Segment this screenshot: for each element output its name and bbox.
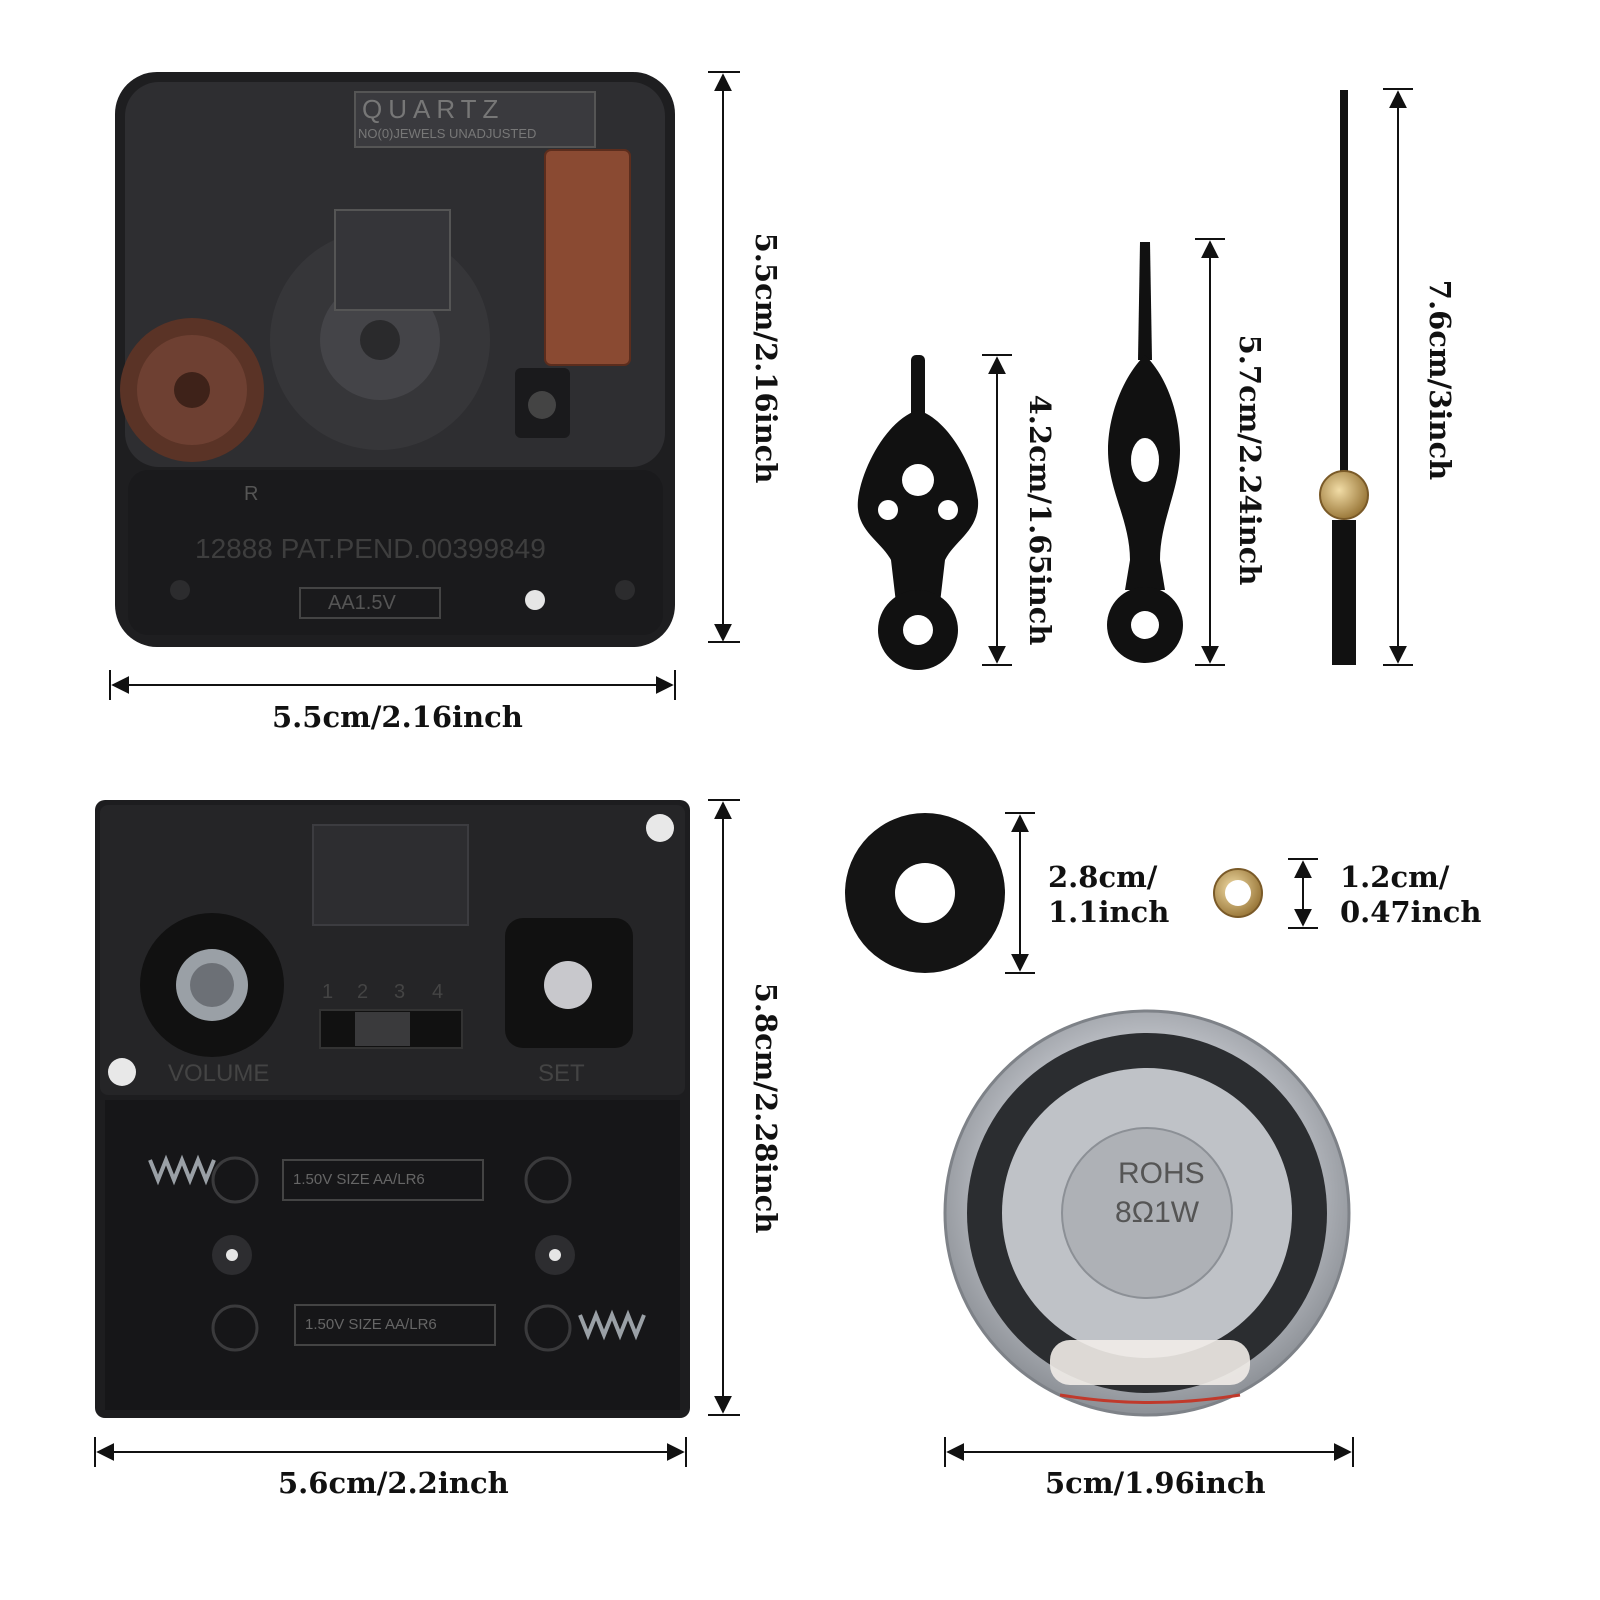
nut-size-line2: 0.47inch	[1340, 895, 1482, 929]
chime-width-label: 5.6cm/2.2inch	[278, 1466, 509, 1500]
speaker-rohs-text: ROHS	[1118, 1157, 1205, 1190]
second-hand-hub	[1319, 470, 1369, 520]
quartz-height-label: 5.5cm/2.16inch	[749, 232, 783, 484]
chime-switch-4: 4	[432, 981, 444, 1003]
quartz-subtitle-text: NO(0)JEWELS UNADJUSTED	[358, 126, 537, 141]
chime-height-label: 5.8cm/2.28inch	[749, 982, 783, 1234]
mode-switch	[355, 1012, 410, 1046]
speaker	[943, 1009, 1351, 1417]
chime-battery-1-text: 1.50V SIZE AA/LR6	[293, 1171, 425, 1188]
chime-switch-1: 1	[322, 981, 334, 1003]
washer-size-line1: 2.8cm/	[1048, 860, 1158, 894]
chime-volume-label: VOLUME	[168, 1060, 270, 1087]
quartz-mark-text: R	[244, 483, 259, 505]
hour-hand-label: 4.2cm/1.65inch	[1023, 394, 1057, 646]
minute-hand-label: 5.7cm/2.24inch	[1233, 334, 1267, 586]
battery-spring-bottom	[578, 1309, 646, 1341]
speaker-rating-text: 8Ω1W	[1115, 1196, 1200, 1229]
quartz-movement	[115, 72, 675, 647]
quartz-brand-text: QUARTZ	[362, 94, 505, 124]
quartz-width-label: 5.5cm/2.16inch	[272, 700, 523, 734]
washer-size-line2: 1.1inch	[1048, 895, 1170, 929]
quartz-patent-text: 12888 PAT.PEND.00399849	[195, 533, 546, 564]
minute-hand	[1107, 242, 1183, 663]
nut-size-line1: 1.2cm/	[1340, 860, 1450, 894]
quartz-battery-text: AA1.5V	[328, 592, 396, 614]
dimension-lines	[94, 71, 1413, 1467]
rubber-washer	[845, 813, 1005, 973]
coil	[545, 150, 630, 365]
speaker-width-label: 5cm/1.96inch	[1045, 1466, 1266, 1500]
second-hand-label: 7.6cm/3inch	[1423, 279, 1457, 481]
chime-set-label: SET	[538, 1060, 585, 1087]
hour-hand	[857, 355, 979, 670]
chime-switch-3: 3	[394, 981, 406, 1003]
chime-battery-2-text: 1.50V SIZE AA/LR6	[305, 1316, 437, 1333]
brass-nut	[1213, 868, 1263, 918]
chime-switch-2: 2	[357, 981, 369, 1003]
second-hand	[1319, 90, 1369, 665]
chime-movement	[95, 800, 690, 1418]
set-button	[544, 961, 592, 1009]
battery-spring-top	[148, 1154, 216, 1186]
